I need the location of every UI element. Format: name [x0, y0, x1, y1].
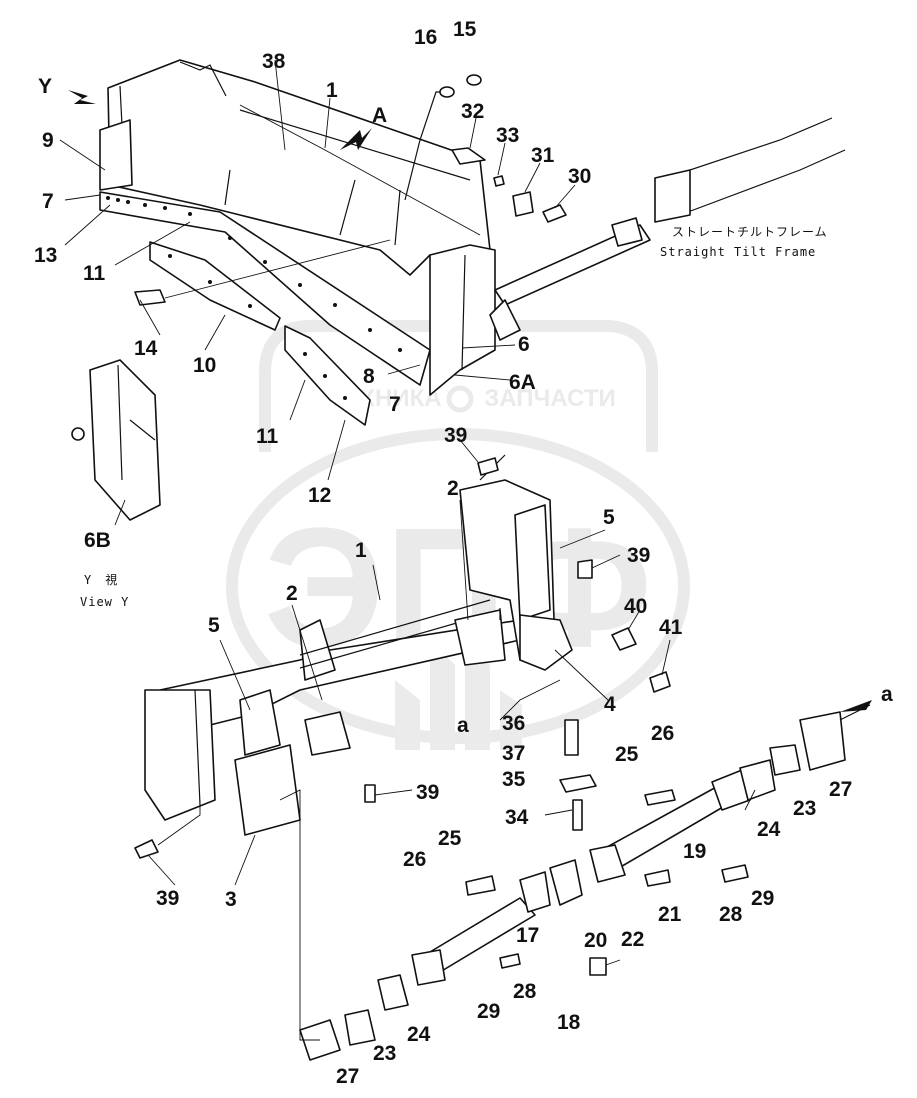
part-label-4: 4 [604, 693, 616, 716]
part-label-5-right: 5 [603, 506, 615, 529]
part-label-17: 17 [516, 924, 539, 947]
part-label-28-left: 28 [513, 980, 537, 1003]
watermark-right: ЗАПЧАСТИ [484, 385, 616, 412]
part-label-10: 10 [193, 354, 216, 377]
part-label-33: 33 [496, 124, 519, 147]
blade-upper [99, 59, 496, 396]
part-label-8: 8 [363, 365, 375, 388]
part-label-7: 7 [42, 190, 54, 213]
caption-view-jp: Y 視 [84, 572, 118, 587]
part-label-2-right: 2 [447, 477, 459, 500]
part-label-34: 34 [505, 806, 529, 829]
cylinder-lower [299, 859, 583, 1061]
view-arrows [68, 90, 872, 712]
part-label-25-right: 25 [615, 743, 639, 766]
part-label-21: 21 [658, 903, 682, 926]
part-label-22: 22 [621, 928, 644, 951]
part-label-2-left: 2 [286, 582, 298, 605]
part-label-36: 36 [502, 712, 525, 735]
part-label-35: 35 [502, 768, 526, 791]
part-label-6A: 6A [509, 371, 536, 394]
wheat-icon [395, 640, 522, 750]
frame-upper-right [454, 454, 671, 693]
straight-tilt-frame [489, 117, 846, 341]
part-label-24-left: 24 [407, 1023, 431, 1046]
arrow-a-right-icon [840, 700, 872, 712]
part-label-5-left: 5 [208, 614, 220, 637]
part-label-a-right: a [881, 683, 893, 706]
hardware-top [134, 74, 567, 306]
part-label-38: 38 [262, 50, 286, 73]
part-label-26-left: 26 [403, 848, 426, 871]
part-label-41: 41 [659, 616, 683, 639]
part-label-31: 31 [531, 144, 555, 167]
part-label-29-right: 29 [751, 887, 774, 910]
part-label-39-right: 39 [627, 544, 650, 567]
part-label-6B: 6B [84, 529, 111, 552]
part-label-24-right: 24 [757, 818, 781, 841]
part-label-27-right: 27 [829, 778, 852, 801]
part-label-27-left: 27 [336, 1065, 359, 1088]
part-label-11: 11 [83, 262, 106, 285]
part-label-16: 16 [414, 26, 437, 49]
part-label-13: 13 [34, 244, 57, 267]
part-label-19: 19 [683, 840, 706, 863]
cylinder-upper [589, 704, 871, 883]
part-label-26-right: 26 [651, 722, 674, 745]
part-label-30: 30 [568, 165, 591, 188]
part-label-37: 37 [502, 742, 525, 765]
part-label-40: 40 [624, 595, 647, 618]
part-label-20: 20 [584, 929, 607, 952]
caption-view-en: View Y [80, 595, 129, 609]
part-label-14: 14 [134, 337, 158, 360]
part-label-18: 18 [557, 1011, 581, 1034]
caption-frame-en: Straight Tilt Frame [660, 245, 816, 259]
part-label-32: 32 [461, 100, 484, 123]
part-label-9: 9 [42, 129, 54, 152]
arrow-a-icon [340, 128, 372, 150]
part-label-29-left: 29 [477, 1000, 500, 1023]
leader-lines [59, 59, 756, 886]
view-arrow-a-label: A [372, 104, 387, 127]
part-label-1: 1 [326, 79, 338, 102]
part-label-39-top: 39 [444, 424, 467, 447]
part-label-3: 3 [225, 888, 237, 911]
caption-frame-jp: ストレートチルトフレーム [672, 225, 828, 239]
part-label-11-lower: 11 [256, 425, 279, 448]
part-label-12: 12 [308, 484, 331, 507]
part-label-25-left: 25 [438, 827, 462, 850]
part-label-a: a [457, 714, 469, 737]
part-label-7-lower: 7 [389, 393, 401, 416]
part-label-6: 6 [518, 333, 530, 356]
part-label-23-left: 23 [373, 1042, 396, 1065]
part-label-23-right: 23 [793, 797, 816, 820]
part-labels: Y A 38 1 16 15 32 33 31 30 9 7 13 11 14 … [34, 18, 893, 1088]
gear-icon [446, 385, 474, 413]
arrow-y-icon [68, 90, 96, 104]
fasteners-lower [134, 457, 749, 1041]
part-label-39-mid: 39 [416, 781, 439, 804]
view-arrow-y-label: Y [38, 75, 52, 98]
part-label-28-right: 28 [719, 903, 743, 926]
blade-straps [99, 191, 431, 426]
part-label-15: 15 [453, 18, 477, 41]
part-label-1-lower: 1 [355, 539, 367, 562]
view-y-part [71, 359, 161, 521]
part-label-39-left: 39 [156, 887, 179, 910]
